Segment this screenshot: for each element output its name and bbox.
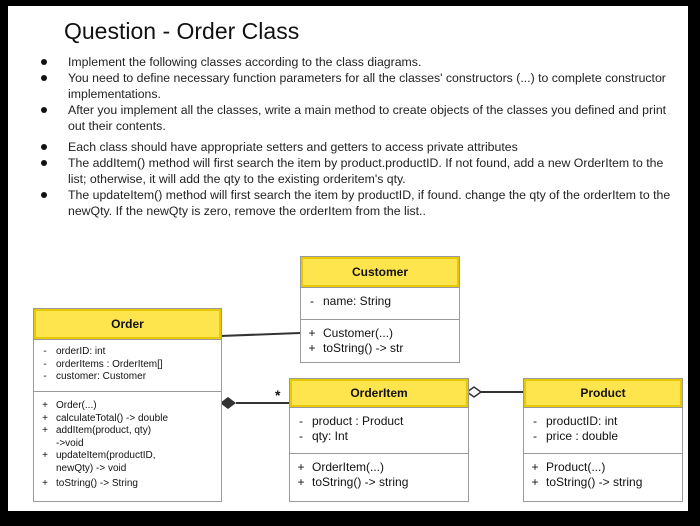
attribute-row: -qty: Int: [299, 429, 349, 443]
bullet-item: The updateItem() method will first searc…: [38, 187, 678, 219]
product-class: Product -productID: int -price : double …: [523, 378, 683, 502]
attribute-row: -name: String: [310, 294, 392, 308]
orderitem-methods: +OrderItem(...) +toString() -> string: [290, 453, 468, 490]
slide: Question - Order Class Implement the fol…: [8, 6, 688, 511]
aggregation-diamond-icon: [465, 386, 483, 398]
order-methods: +Order(...) +calculateTotal() -> double …: [34, 391, 221, 491]
order-class: Order -orderID: int -orderItems : OrderI…: [33, 308, 222, 502]
method-row: newQty) -> void: [56, 462, 127, 474]
orderitem-class-name: OrderItem: [290, 379, 468, 407]
method-row: +updateItem(productID,: [42, 450, 156, 461]
method-row: +toString() -> string: [297, 475, 409, 489]
slide-title: Question - Order Class: [64, 18, 300, 44]
method-row: +OrderItem(...): [297, 460, 385, 474]
attribute-row: -customer: Customer: [43, 371, 147, 382]
product-attributes: -productID: int -price : double: [524, 407, 682, 453]
method-row: +Customer(...): [308, 326, 394, 340]
association-lines: [219, 332, 523, 409]
attribute-row: -price : double: [533, 429, 619, 443]
bullet-item: The addItem() method will first search t…: [38, 155, 678, 187]
orderitem-class: OrderItem -product : Product -qty: Int +…: [289, 378, 469, 502]
multiplicity-label: *: [275, 387, 281, 403]
order-attributes: -orderID: int -orderItems : OrderItem[] …: [34, 339, 221, 391]
attribute-row: -product : Product: [299, 414, 404, 428]
composition-diamond-icon: [220, 397, 236, 409]
method-row: +toString() -> String: [42, 478, 138, 489]
product-class-name: Product: [524, 379, 682, 407]
customer-class-name: Customer: [301, 257, 459, 287]
method-row: +addItem(product, qty): [42, 425, 152, 436]
attribute-row: -productID: int: [533, 414, 618, 428]
order-class-name: Order: [34, 309, 221, 339]
attribute-row: -orderItems : OrderItem[]: [43, 358, 163, 370]
method-row: +toString() -> str: [308, 341, 404, 355]
method-row: ->void: [56, 437, 84, 449]
customer-class: Customer -name: String +Customer(...) +t…: [300, 256, 460, 363]
method-row: +calculateTotal() -> double: [42, 412, 169, 424]
order-customer-association: [219, 332, 301, 337]
method-row: +Order(...): [42, 400, 97, 411]
bullet-item: Implement the following classes accordin…: [38, 54, 678, 70]
method-row: +toString() -> string: [531, 475, 643, 489]
bullet-item: After you implement all the classes, wri…: [38, 102, 678, 134]
requirements-list: Implement the following classes accordin…: [38, 54, 678, 219]
orderitem-attributes: -product : Product -qty: Int: [290, 407, 468, 453]
customer-attributes: -name: String: [301, 287, 459, 319]
method-row: +Product(...): [531, 460, 606, 474]
product-methods: +Product(...) +toString() -> string: [524, 453, 682, 490]
bullet-item: Each class should have appropriate sette…: [38, 139, 678, 155]
attribute-row: -orderID: int: [43, 346, 106, 357]
customer-methods: +Customer(...) +toString() -> str: [301, 319, 459, 356]
bullet-item: You need to define necessary function pa…: [38, 70, 678, 102]
